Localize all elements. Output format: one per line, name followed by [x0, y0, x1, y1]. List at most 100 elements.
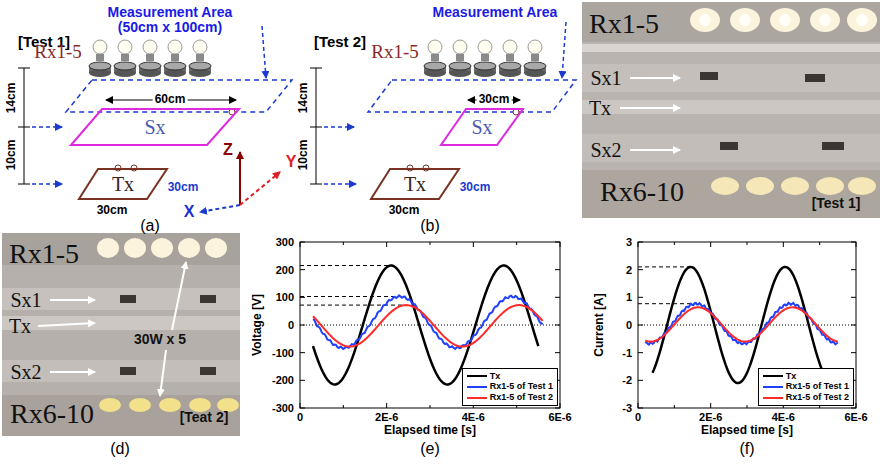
- reference-line: [300, 296, 400, 297]
- node-body: Tx: [78, 168, 168, 200]
- tick-label: 4E-6: [772, 411, 795, 423]
- tick-mark: [638, 297, 643, 298]
- tick-mark: [783, 242, 784, 247]
- bulb-base: [456, 54, 464, 61]
- tick-mark: [638, 242, 643, 243]
- dimension-label: 60cm: [153, 93, 188, 106]
- lamp-glow: [770, 8, 800, 32]
- legend-line: [763, 375, 783, 377]
- dimension-label: 30cm: [460, 181, 491, 194]
- dimension-tick: [310, 127, 322, 128]
- area-label: Measurement Area: [433, 5, 558, 20]
- tick-mark: [300, 242, 305, 243]
- bulb-glass: [118, 40, 132, 54]
- legend-box: TxRx1-5 of Test 1Rx1-5 of Test 2: [462, 368, 558, 406]
- lamp-glow: [690, 8, 720, 32]
- parallelogram-shape: [71, 109, 239, 145]
- tick-label: -300: [272, 402, 294, 414]
- tick-mark: [386, 242, 387, 247]
- parallelogram-shape: [79, 169, 167, 199]
- tick-mark: [300, 380, 305, 381]
- lamp-glow: [151, 238, 173, 258]
- coil-layer: [2, 360, 240, 382]
- bulb-glass: [453, 40, 467, 54]
- tick-label: 0: [626, 319, 632, 331]
- legend-row: Tx: [763, 371, 849, 382]
- axis-title: Current [A]: [593, 293, 606, 356]
- dimension-label: 10cm: [297, 140, 310, 171]
- lamp-core: [699, 14, 711, 26]
- tick-mark: [710, 403, 711, 408]
- tick-mark: [300, 408, 305, 409]
- legend-text: Rx1-5 of Test 1: [490, 381, 553, 392]
- legend-line: [467, 375, 487, 377]
- photo-label: Tx: [589, 97, 611, 119]
- pointer-arrow: [50, 299, 95, 301]
- coil-node: Sx: [70, 108, 240, 146]
- lamp-core: [739, 14, 751, 26]
- photo-label: 30W x 5: [134, 332, 186, 347]
- axis-title: Elapsed time [s]: [384, 424, 476, 437]
- panel-letter: (f): [739, 440, 754, 458]
- coil-top: [524, 62, 546, 70]
- coil-node: Tx: [370, 168, 460, 200]
- photo-label: Rx1-5: [9, 239, 79, 270]
- coil-top: [114, 62, 136, 70]
- coil-node: Sx: [440, 108, 524, 146]
- tick-label: 2E-6: [699, 411, 722, 423]
- pointer-arrow: [630, 77, 680, 79]
- tick-mark: [747, 405, 748, 408]
- lamp-glow: [847, 8, 877, 32]
- lamp-glow: [711, 177, 739, 195]
- legend-line: [763, 386, 783, 388]
- legend-line: [467, 397, 487, 399]
- lamp-glow: [746, 177, 774, 195]
- legend-text: Tx: [490, 371, 501, 382]
- bulb-glass: [193, 40, 207, 54]
- bulb-base: [506, 54, 514, 61]
- tick-mark: [560, 403, 561, 408]
- photo-band: [582, 2, 880, 42]
- tick-mark: [638, 269, 643, 270]
- coil-name: Sx: [471, 116, 492, 138]
- tick-mark: [300, 269, 305, 270]
- dimension-tick: [18, 127, 30, 128]
- dimension-tick: [18, 184, 30, 185]
- panel-letter: (d): [110, 440, 130, 458]
- tick-mark: [638, 242, 639, 247]
- photo-label: Rx6-10: [600, 177, 684, 208]
- legend-line-sample: [763, 383, 783, 391]
- bulb-base: [121, 54, 129, 61]
- dimension-line: [316, 68, 317, 184]
- chart-plot: [300, 242, 560, 408]
- lamp-glow: [810, 8, 840, 32]
- coil-top: [449, 62, 471, 70]
- coil-node: Tx: [78, 168, 168, 200]
- tick-mark: [516, 242, 517, 245]
- tick-mark: [430, 405, 431, 408]
- tick-label: 1: [626, 291, 632, 303]
- photo-label: Rx1-5: [589, 9, 659, 40]
- tape-mark: [700, 72, 718, 80]
- plot-frame: [638, 242, 856, 408]
- legend-line: [467, 386, 487, 388]
- photo-label: Sx1: [590, 67, 621, 89]
- tick-mark: [560, 242, 561, 247]
- tape-mark: [120, 367, 136, 375]
- bulb-glass: [478, 40, 492, 54]
- tick-label: 2: [626, 264, 632, 276]
- chart-plot: [638, 242, 856, 408]
- dimension-tick: [18, 68, 30, 69]
- legend-text: Rx1-5 of Test 1: [786, 381, 849, 392]
- pointer-arrow: [620, 107, 680, 109]
- bulb-glass: [93, 40, 107, 54]
- tick-mark: [343, 405, 344, 408]
- photo-label: Tx: [9, 315, 31, 337]
- tape-mark: [822, 142, 844, 150]
- level-arrow: [324, 183, 356, 185]
- photo-label: Sx2: [590, 139, 621, 161]
- lamp-core: [819, 14, 831, 26]
- area-label: Measurement Area (50cm x 100cm): [99, 5, 241, 36]
- dimension-label: 30cm: [168, 181, 199, 194]
- tick-mark: [386, 403, 387, 408]
